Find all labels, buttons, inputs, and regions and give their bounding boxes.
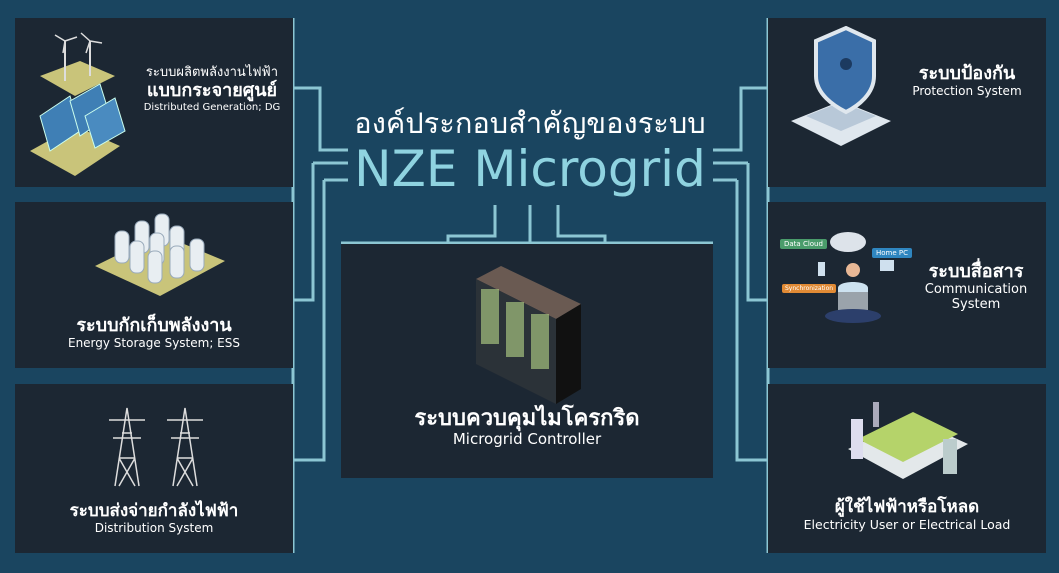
dg-title-line2: แบบกระจายศูนย์ [146, 79, 278, 101]
distribution-subtitle: Distribution System [94, 520, 214, 535]
ess-subtitle: Energy Storage System; ESS [67, 335, 240, 350]
communication-subtitle-line1: Communication [924, 281, 1028, 297]
panel-protection: ระบบป้องกัน Protection System [768, 18, 1046, 187]
distribution-title: ระบบส่งจ่ายกำลังไฟฟ้า [69, 501, 239, 521]
server-rack-icon [476, 266, 581, 404]
load-subtitle: Electricity User or Electrical Load [803, 516, 1011, 532]
load-label: ผู้ใช้ไฟฟ้าหรือโหลด Electricity User or … [768, 497, 1046, 532]
factory-building-icon [848, 402, 968, 479]
shield-icon [791, 26, 891, 146]
controller-title: ระบบควบคุมไมโครกริด [414, 406, 640, 431]
panel-distributed-generation: ระบบผลิตพลังงานไฟฟ้า แบบกระจายศูนย์ Dist… [15, 18, 293, 187]
person-laptop-icon [818, 232, 894, 323]
ess-title: ระบบกักเก็บพลังงาน [76, 315, 232, 336]
dg-subtitle: Distributed Generation; DG [143, 101, 281, 113]
protection-title: ระบบป้องกัน [918, 63, 1016, 84]
load-title: ผู้ใช้ไฟฟ้าหรือโหลด [834, 497, 980, 517]
dg-title-line1: ระบบผลิตพลังงานไฟฟ้า [145, 65, 279, 80]
controller-subtitle: Microgrid Controller [452, 430, 602, 449]
title-thai: องค์ประกอบสำคัญของระบบ [354, 106, 706, 140]
ess-label: ระบบกักเก็บพลังงาน Energy Storage System… [15, 315, 293, 350]
panel-load: ผู้ใช้ไฟฟ้าหรือโหลด Electricity User or … [768, 384, 1046, 553]
communication-label: ระบบสื่อสาร Communication System [906, 261, 1046, 313]
dg-label: ระบบผลิตพลังงานไฟฟ้า แบบกระจายศูนย์ Dist… [133, 65, 291, 113]
protection-label: ระบบป้องกัน Protection System [888, 63, 1046, 98]
wind-solar-icon [30, 32, 126, 176]
communication-subtitle-line2: System [951, 296, 1001, 312]
controller-label: ระบบควบคุมไมโครกริด Microgrid Controller [341, 406, 713, 449]
panel-distribution: ระบบส่งจ่ายกำลังไฟฟ้า Distribution Syste… [15, 384, 293, 553]
tag-synchronization: Synchronization [782, 284, 837, 293]
tag-data-cloud: Data Cloud [780, 239, 827, 249]
panel-communication: Data Cloud Home PC Synchronization ระบบส… [768, 202, 1046, 368]
battery-storage-icon [95, 213, 225, 296]
panel-energy-storage: ระบบกักเก็บพลังงาน Energy Storage System… [15, 202, 293, 368]
transmission-tower-icon [109, 407, 203, 487]
panel-microgrid-controller: ระบบควบคุมไมโครกริด Microgrid Controller [341, 244, 713, 478]
protection-subtitle: Protection System [912, 83, 1022, 98]
tag-home-pc: Home PC [872, 248, 913, 258]
title-nze-microgrid: NZE Microgrid [354, 140, 706, 198]
communication-title: ระบบสื่อสาร [928, 261, 1024, 282]
distribution-label: ระบบส่งจ่ายกำลังไฟฟ้า Distribution Syste… [15, 501, 293, 535]
